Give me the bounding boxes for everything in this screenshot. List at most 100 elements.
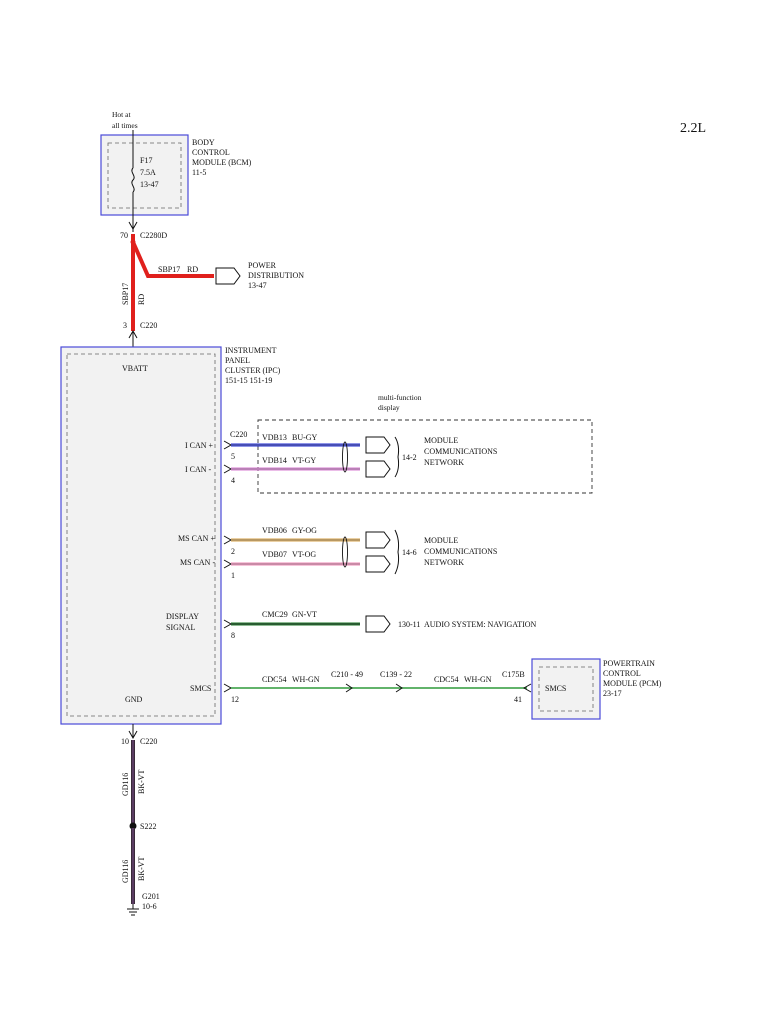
mscan-network-label-2: COMMUNICATIONS [424, 547, 497, 556]
ground-lower-circuit: GD116 [121, 860, 130, 883]
display-signal-arrow-icon [223, 619, 233, 629]
display-signal-color: GN-VT [292, 610, 317, 619]
fuse-name: F17 [140, 156, 152, 165]
splice-dot [130, 239, 136, 245]
ground-symbol-icon [127, 904, 139, 916]
mscan-plus-pin: 2 [231, 547, 235, 556]
mscan-twisted-pair-icon [342, 536, 348, 568]
mscan-minus-label: MS CAN - [180, 558, 215, 567]
ican-twisted-pair-icon [342, 441, 348, 473]
fuse-symbol-icon [131, 167, 135, 193]
ipc-gnd-label: GND [125, 695, 143, 704]
ican-minus-label: I CAN - [185, 465, 212, 474]
ground-ref: 10-6 [142, 902, 157, 911]
ipc-inner-box [66, 353, 216, 717]
ipc-title-1: INSTRUMENT [225, 346, 277, 355]
ground-lower-color: BK-VT [137, 856, 146, 881]
splice-name: S222 [140, 822, 156, 831]
smcs-color: WH-GN [292, 675, 320, 684]
ican-plus-arrow-icon [223, 440, 233, 450]
pcm-title-2: CONTROL [603, 669, 641, 678]
sbp17-branch-circuit: SBP17 [158, 265, 180, 274]
vertical-wire-color: RD [137, 294, 146, 305]
mscan-network-label-3: NETWORK [424, 558, 464, 567]
inline-connector-2-icon [395, 683, 403, 693]
ican-plus-pin: 5 [231, 452, 235, 461]
ican-minus-pin: 4 [231, 476, 235, 485]
pcm-title-3: MODULE (PCM) [603, 679, 662, 688]
inline-connector-2: C139 - 22 [380, 670, 412, 679]
ican-network-ref: 14-2 [402, 453, 417, 462]
display-signal-label-2: SIGNAL [166, 623, 195, 632]
ican-minus-arrow-icon [223, 464, 233, 474]
smcs-label: SMCS [190, 684, 211, 693]
display-signal-pin: 8 [231, 631, 235, 640]
ican-minus-color: VT-GY [292, 456, 316, 465]
power-source-line-1: Hot at [112, 110, 131, 119]
power-source-line-2: all times [112, 121, 138, 130]
mfd-label-2: display [378, 403, 400, 412]
sbp17-branch-color: RD [187, 265, 198, 274]
power-distribution-label-3: 13-47 [248, 281, 267, 290]
pcm-title-1: POWERTRAIN [603, 659, 655, 668]
ican-minus-circuit: VDB14 [262, 456, 287, 465]
pcm-inner-label: SMCS [545, 684, 566, 693]
bcm-title-2: CONTROL [192, 148, 230, 157]
smcs-ipc-arrow-icon [223, 683, 233, 693]
ipc-power-pin: 3 [123, 321, 127, 330]
power-distribution-label-2: DISTRIBUTION [248, 271, 304, 280]
mscan-brace-icon [394, 529, 400, 575]
bcm-module [100, 134, 189, 216]
bcm-title-4: 11-5 [192, 168, 206, 177]
ican-plus-connector-icon [365, 436, 391, 454]
pcm-inner-box [538, 666, 594, 712]
display-signal-label-1: DISPLAY [166, 612, 199, 621]
ican-plus-label: I CAN + [185, 441, 214, 450]
ican-minus-connector-icon [365, 460, 391, 478]
pcm-title-4: 23-17 [603, 689, 622, 698]
ican-plus-color: BU-GY [292, 433, 318, 442]
ipc-ground-connector: C220 [140, 737, 157, 746]
smcs-circuit: CDC54 [262, 675, 286, 684]
ground-upper-color: BK-VT [137, 769, 146, 794]
inline-connector-1: C210 - 49 [331, 670, 363, 679]
ican-plus-circuit: VDB13 [262, 433, 287, 442]
fuse-rating: 7.5A [140, 168, 156, 177]
vertical-wire-circuit: SBP17 [121, 283, 130, 305]
ipc-title-2: PANEL [225, 356, 250, 365]
power-distribution-label-1: POWER [248, 261, 277, 270]
ican-network-label-3: NETWORK [424, 458, 464, 467]
ipc-title-3: CLUSTER (IPC) [225, 366, 281, 375]
pcm-pin: 41 [514, 695, 522, 704]
mscan-minus-pin: 1 [231, 571, 235, 580]
power-distribution-connector-icon [215, 267, 241, 285]
ican-network-label-1: MODULE [424, 436, 458, 445]
bcm-inner-box [107, 142, 182, 209]
ican-network-label-2: COMMUNICATIONS [424, 447, 497, 456]
splice-s222-icon [129, 822, 137, 830]
smcs-color-2: WH-GN [464, 675, 492, 684]
mscan-minus-color: VT-OG [292, 550, 316, 559]
mscan-network-label-1: MODULE [424, 536, 458, 545]
ipc-power-connector: C220 [140, 321, 157, 330]
mscan-network-ref: 14-6 [402, 548, 417, 557]
smcs-circuit-2: CDC54 [434, 675, 458, 684]
pcm-connector: C175B [502, 670, 525, 679]
mfd-boundary [257, 419, 593, 494]
mscan-plus-connector-icon [365, 531, 391, 549]
ipc-ground-pin: 10 [121, 737, 129, 746]
smcs-pin: 12 [231, 695, 239, 704]
mscan-plus-circuit: VDB06 [262, 526, 287, 535]
ipc-ground-arrow-icon [128, 730, 138, 740]
ipc-vbatt-label: VBATT [122, 364, 148, 373]
ican-brace-icon [394, 436, 400, 478]
mscan-minus-connector-icon [365, 555, 391, 573]
bcm-connector: C2280D [140, 231, 167, 240]
bcm-pin-arrow-icon [128, 221, 138, 231]
engine-label: 2.2L [680, 121, 706, 136]
pcm-pin-arrow-icon [522, 683, 532, 693]
audio-label: AUDIO SYSTEM: NAVIGATION [424, 620, 537, 629]
display-signal-circuit: CMC29 [262, 610, 288, 619]
ground-name: G201 [142, 892, 160, 901]
audio-connector-icon [365, 615, 391, 633]
